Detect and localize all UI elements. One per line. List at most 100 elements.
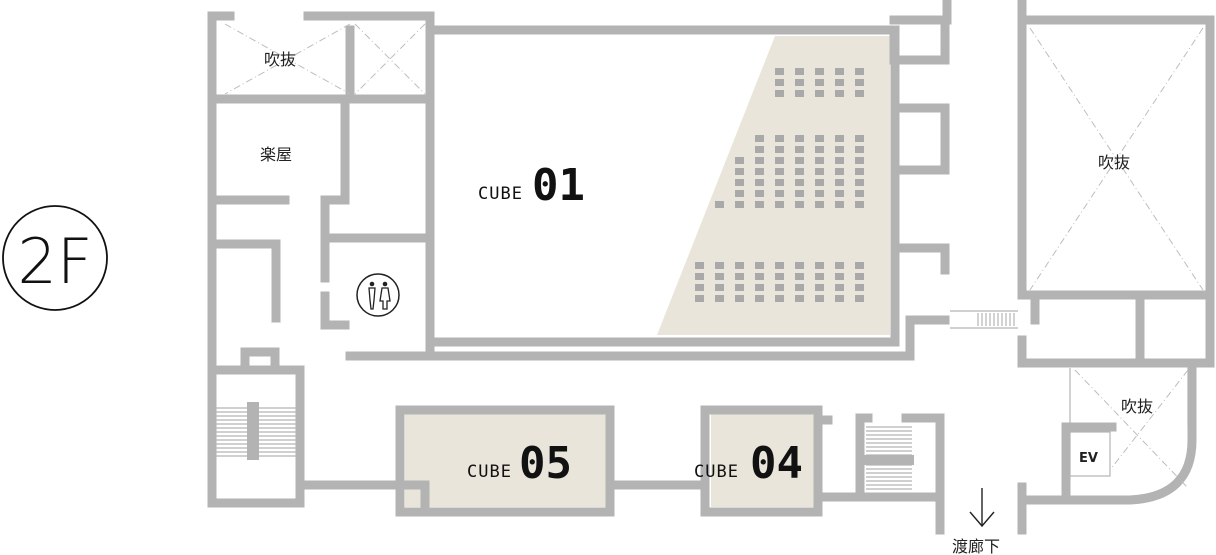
seat: [795, 179, 804, 186]
elevator-label: EV: [1079, 451, 1098, 466]
seat: [795, 168, 804, 175]
seat: [775, 262, 784, 269]
seat: [835, 146, 844, 153]
cube04-room: [711, 411, 814, 507]
corridor-label: 渡廊下: [952, 537, 1000, 555]
seat: [795, 157, 804, 164]
seat: [815, 157, 824, 164]
seat: [755, 295, 764, 302]
seat: [775, 146, 784, 153]
seat: [755, 262, 764, 269]
seat: [855, 157, 864, 164]
seat: [855, 284, 864, 291]
seat: [775, 179, 784, 186]
seat: [795, 190, 804, 197]
seat: [835, 157, 844, 164]
seat: [715, 262, 724, 269]
seat: [695, 284, 704, 291]
seat: [775, 79, 784, 86]
seat: [795, 90, 804, 97]
void-label-top-left: 吹抜: [264, 50, 296, 69]
seat: [755, 146, 764, 153]
seat: [735, 179, 744, 186]
seat: [775, 273, 784, 280]
seat: [775, 168, 784, 175]
seat: [815, 201, 824, 208]
void-label-right-small: 吹抜: [1121, 397, 1153, 416]
seat: [835, 273, 844, 280]
void-markers: [224, 23, 1204, 489]
seat: [835, 201, 844, 208]
seat: [795, 201, 804, 208]
seat: [835, 190, 844, 197]
seat: [775, 295, 784, 302]
seat: [835, 295, 844, 302]
seat: [775, 284, 784, 291]
cube04-prefix: CUBE: [694, 462, 739, 482]
seat: [815, 295, 824, 302]
stairs: [216, 313, 1015, 490]
seat: [755, 179, 764, 186]
seat: [815, 179, 824, 186]
seat: [855, 146, 864, 153]
cube01-number: 01: [532, 160, 585, 211]
seat: [855, 135, 864, 142]
floor-badge: 2F: [2, 205, 108, 311]
seat: [735, 168, 744, 175]
cube04-number: 04: [750, 438, 803, 489]
seat: [855, 295, 864, 302]
seat: [775, 190, 784, 197]
seat: [815, 262, 824, 269]
seat: [835, 168, 844, 175]
seat: [775, 157, 784, 164]
stair-details: [950, 310, 1189, 477]
seat: [715, 273, 724, 280]
dressing-room-label: 楽屋: [260, 145, 292, 164]
seat: [835, 179, 844, 186]
restroom-icon: [356, 273, 400, 317]
seat: [815, 190, 824, 197]
seat: [755, 157, 764, 164]
seat: [835, 262, 844, 269]
seat: [795, 262, 804, 269]
seat: [775, 135, 784, 142]
seat: [815, 79, 824, 86]
seat: [855, 190, 864, 197]
seat: [815, 168, 824, 175]
seat: [855, 79, 864, 86]
seat: [835, 90, 844, 97]
seat: [855, 168, 864, 175]
seat: [855, 68, 864, 75]
seat: [795, 284, 804, 291]
seat: [735, 262, 744, 269]
seat: [795, 273, 804, 280]
arrow-down-icon: [969, 488, 995, 528]
cube05-number: 05: [519, 438, 572, 489]
seat: [735, 190, 744, 197]
seat: [735, 295, 744, 302]
seat: [755, 273, 764, 280]
cube05-room: [405, 411, 606, 507]
seat: [715, 295, 724, 302]
floor-label: 2F: [17, 225, 92, 298]
seat: [855, 262, 864, 269]
seat: [795, 79, 804, 86]
seat: [835, 284, 844, 291]
seat: [735, 201, 744, 208]
seat: [795, 68, 804, 75]
seat: [715, 284, 724, 291]
seat: [855, 201, 864, 208]
seat: [835, 79, 844, 86]
seat: [755, 135, 764, 142]
seat: [755, 284, 764, 291]
seat: [735, 157, 744, 164]
seat: [815, 90, 824, 97]
stair-landing: [864, 455, 914, 465]
seat: [815, 68, 824, 75]
seat: [795, 135, 804, 142]
walls: [207, 0, 1215, 535]
seat: [755, 190, 764, 197]
stair-rail: [247, 402, 259, 460]
seat: [775, 68, 784, 75]
